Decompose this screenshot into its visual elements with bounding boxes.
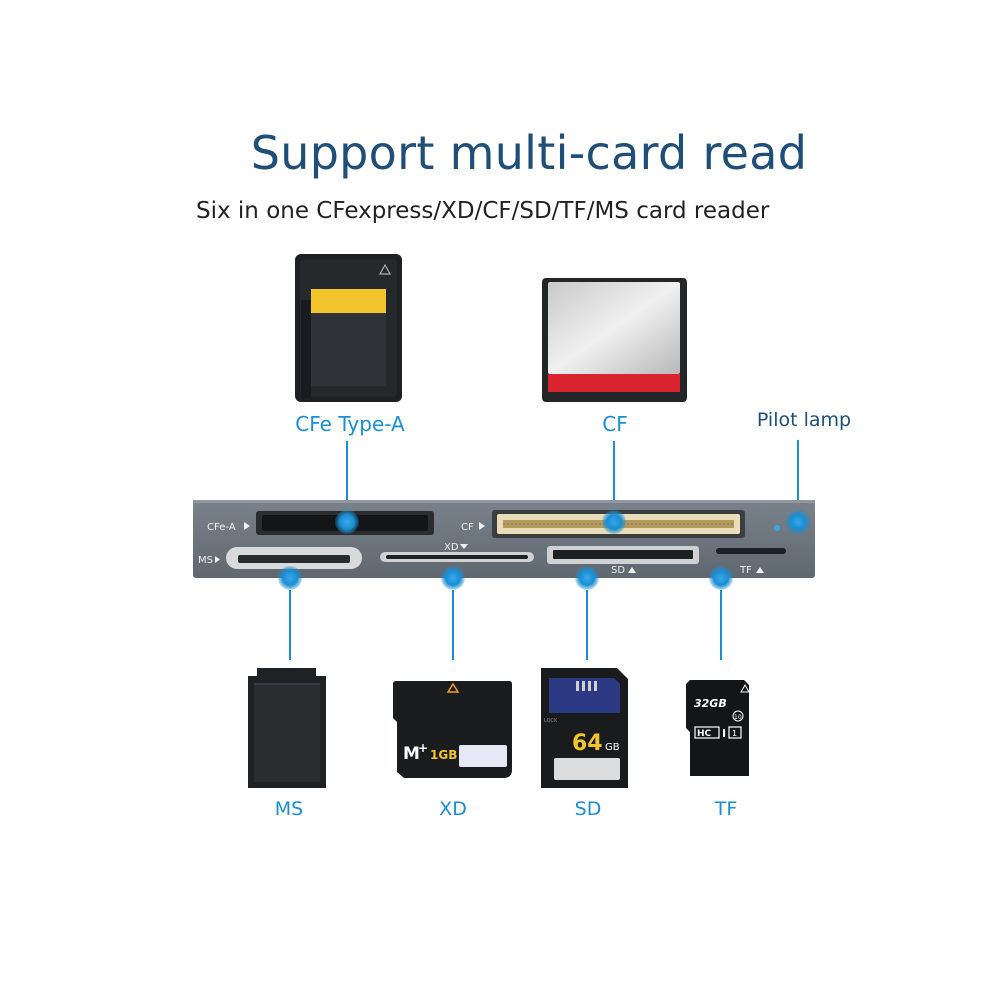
reader-text-ms: MS: [198, 555, 213, 566]
label-cfe: CFe Type-A: [295, 412, 405, 436]
slot-tf: [716, 548, 786, 554]
cfe-type-a-card: [295, 254, 402, 402]
xd-brand: M: [403, 744, 420, 764]
tf-callout-dot: [709, 566, 733, 590]
class-10-icon: [732, 710, 744, 722]
cf-label-area: [548, 282, 680, 374]
arrow-right-icon: [479, 522, 485, 530]
cf-callout-dot: [602, 510, 626, 534]
label-cf: CF: [602, 412, 627, 436]
reader-text-cf: CF: [461, 522, 474, 533]
label-tf: TF: [714, 798, 738, 820]
ms-callout-dot: [278, 566, 302, 590]
reader-text-sd: SD: [611, 565, 625, 576]
arrow-up-icon: [628, 567, 636, 573]
sd-lock-text: LOCK: [544, 718, 558, 724]
reader-text-cfe-a: CFe-A: [207, 522, 236, 533]
cf-card: [542, 278, 687, 402]
reader-text-xd: XD: [444, 542, 459, 553]
sd-capacity: 64: [572, 731, 603, 756]
label-pilot-lamp: Pilot lamp: [757, 409, 851, 431]
page-title: Support multi-card read: [250, 126, 808, 180]
sd-label-area: [554, 758, 620, 780]
tf-u: 1: [732, 729, 737, 738]
warning-triangle-icon: [446, 682, 460, 693]
arrow-down-icon: [460, 544, 468, 549]
ms-card: [248, 668, 326, 788]
pilot-callout-dot: [786, 510, 810, 534]
arrow-right-icon: [215, 556, 220, 563]
pilot-lamp-led: [774, 525, 780, 531]
xd-callout-dot: [441, 566, 465, 590]
xd-label-area: [459, 745, 507, 767]
cfe-callout-dot: [335, 510, 359, 534]
tf-class: 10: [734, 714, 742, 721]
arrow-up-icon: [756, 567, 764, 573]
tf-capacity: 32GB: [694, 697, 727, 710]
label-sd: SD: [575, 798, 602, 820]
sd-callout-dot: [575, 566, 599, 590]
page-subtitle: Six in one CFexpress/XD/CF/SD/TF/MS card…: [196, 198, 770, 224]
warning-triangle-icon: [378, 263, 392, 275]
sd-card: LOCK 64 GB: [541, 668, 628, 788]
cf-red-strip: [548, 374, 680, 392]
xd-plus: +: [418, 741, 428, 755]
tf-uhs: I: [722, 727, 726, 740]
label-xd: XD: [439, 798, 467, 820]
label-ms: MS: [275, 798, 303, 820]
tf-hc: HC: [697, 729, 712, 739]
arrow-right-icon: [244, 522, 250, 530]
cfe-contact-strip: [311, 289, 386, 313]
tf-card: 32GB 10 HC I 1: [686, 680, 750, 776]
xd-card: M + 1GB: [393, 681, 512, 778]
sd-unit: GB: [605, 742, 620, 753]
xd-capacity: 1GB: [430, 748, 457, 762]
reader-text-tf: TF: [739, 565, 752, 576]
